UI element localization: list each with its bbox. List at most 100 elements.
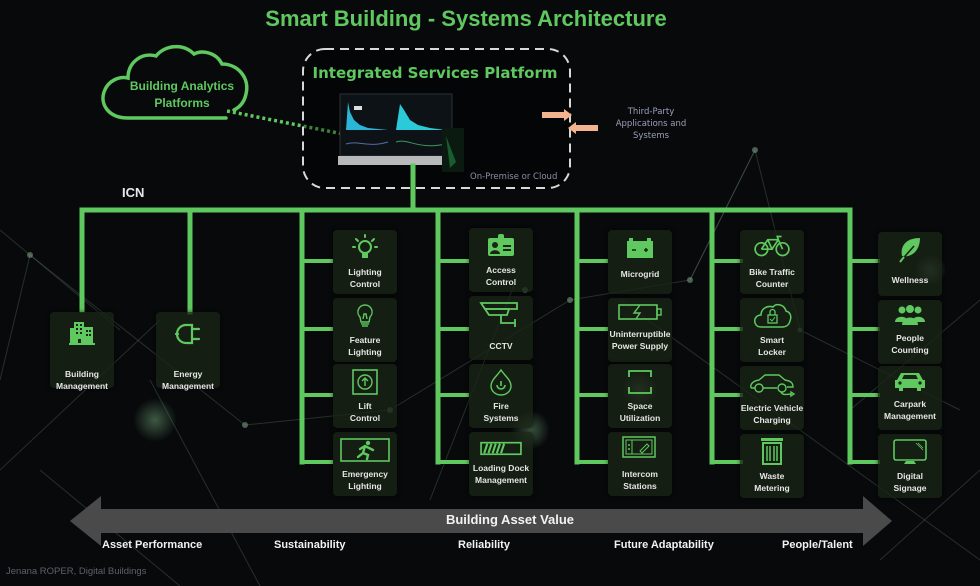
trash-bin-icon <box>761 438 783 465</box>
label-line1: Space <box>627 401 653 411</box>
cloud-connector-line <box>226 109 344 136</box>
label-line2: Lighting <box>348 347 382 357</box>
leaf-icon <box>898 238 920 264</box>
label-line1: Carpark <box>893 399 927 409</box>
value-category-sustainability: Sustainability <box>274 539 346 551</box>
people-group-icon <box>895 305 925 325</box>
building-icon <box>69 322 95 345</box>
label-line1: Smart <box>759 335 785 345</box>
label-line2: Control <box>349 413 381 423</box>
label-line1: Access <box>486 265 516 275</box>
deployment-label: On-Premise or Cloud <box>470 172 558 182</box>
network-label: ICN <box>122 185 145 200</box>
loading-bar-icon <box>480 441 522 456</box>
label-line2: Utilization <box>619 413 661 423</box>
plug-icon <box>174 323 201 345</box>
label-line1: Bike Traffic <box>749 267 795 277</box>
label-line1: Fire <box>493 401 509 411</box>
label-line2: Signage <box>893 483 927 493</box>
value-category-asset-performance: Asset Performance <box>102 539 203 551</box>
bicycle-icon <box>754 235 790 257</box>
label-line2: Power Supply <box>611 341 669 351</box>
system-cctv[interactable]: CCTV <box>469 296 533 360</box>
asset-value-arrow <box>70 496 892 546</box>
system-wellness[interactable]: Wellness <box>878 232 942 296</box>
system-label: CCTV <box>459 340 543 352</box>
value-category-future-adaptability: Future Adaptability <box>614 539 714 551</box>
credit-text: Jenana ROPER, Digital Buildings <box>6 566 147 577</box>
outbound-arrow-icon <box>542 109 572 121</box>
label-line1: Microgrid <box>620 269 660 279</box>
system-microgrid[interactable]: Microgrid <box>608 230 672 294</box>
label-line1: Feature <box>349 335 381 345</box>
label-line2: Lighting <box>348 481 382 491</box>
electric-car-icon <box>750 374 796 398</box>
id-badge-icon <box>488 234 514 256</box>
cctv-camera-icon <box>479 302 518 327</box>
exit-running-icon <box>340 438 390 462</box>
label-line1: Energy <box>173 369 203 379</box>
third-party-line3: Systems <box>632 131 670 141</box>
cloud-icon <box>101 44 249 120</box>
label-line2: Locker <box>758 347 786 357</box>
cloud-lock-icon <box>754 303 792 328</box>
label-line1: People <box>896 333 924 343</box>
label-line2: Charging <box>753 415 791 425</box>
label-line2: Metering <box>754 483 790 493</box>
label-line2: Control <box>485 277 517 287</box>
label-line1: Lighting <box>348 267 382 277</box>
label-line2: Systems <box>483 413 519 423</box>
label-line1: Building <box>65 369 99 379</box>
label-line1: Electric Vehicle <box>740 403 804 413</box>
system-label: Wellness <box>868 274 952 286</box>
label-line2: Management <box>475 475 527 485</box>
monitor-icon <box>893 439 927 464</box>
value-category-reliability: Reliability <box>458 539 510 551</box>
charging-battery-icon <box>618 304 662 320</box>
cloud-label: Building Analytics Platforms <box>118 78 246 112</box>
third-party-label: Third-Party Applications and Systems <box>606 106 696 142</box>
third-party-line2: Applications and <box>615 119 687 129</box>
lift-up-icon <box>352 369 378 395</box>
label-line1: Waste <box>759 471 785 481</box>
label-line2: Control <box>349 279 381 289</box>
third-party-arrows <box>542 109 598 134</box>
fire-icon <box>490 368 512 396</box>
label-line1: Loading Dock <box>472 463 530 473</box>
